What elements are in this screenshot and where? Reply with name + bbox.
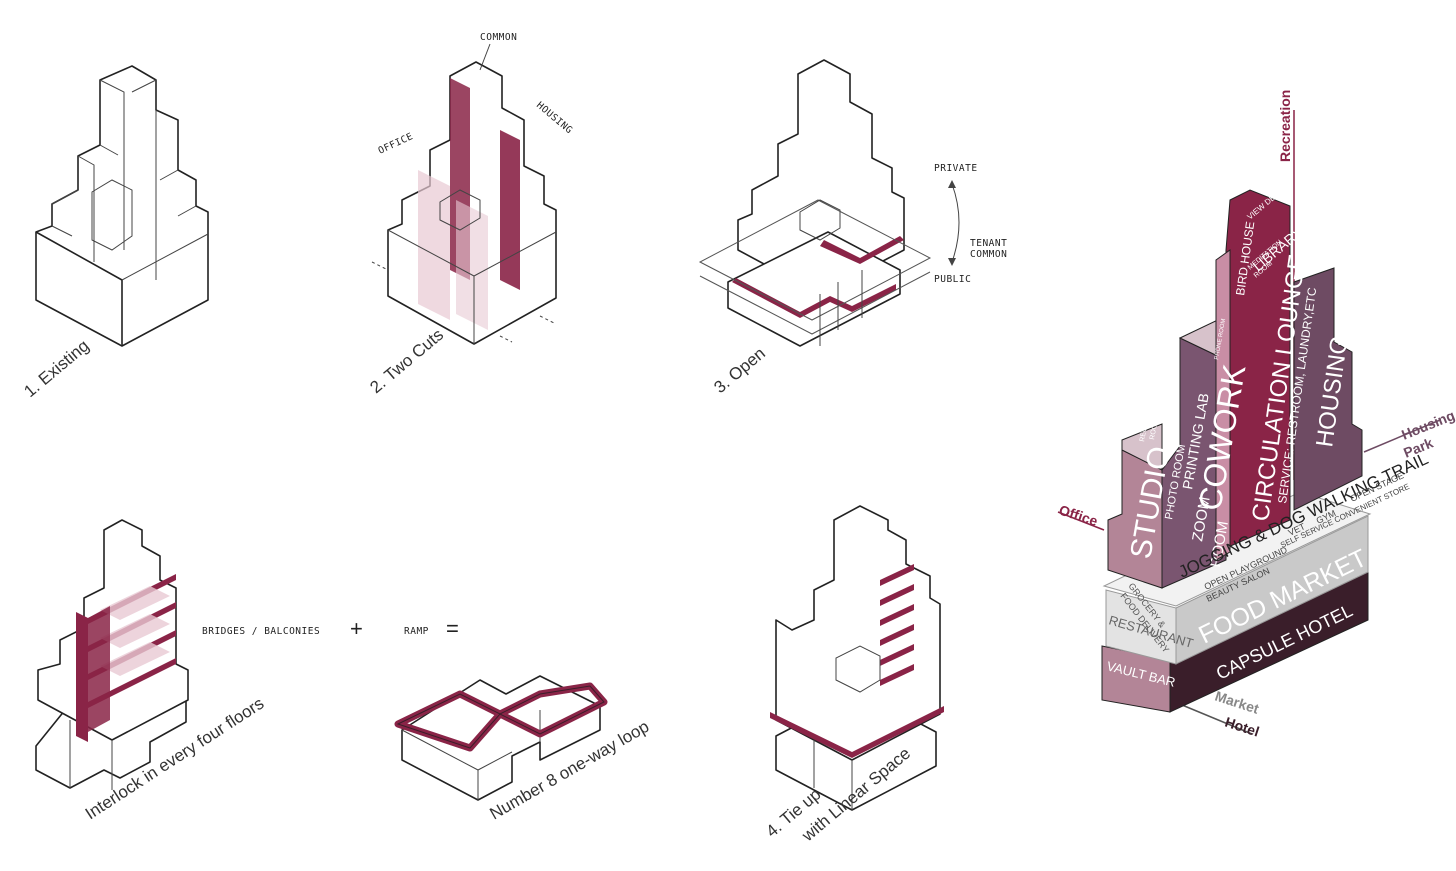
massing-interlock <box>35 519 189 790</box>
label-common: COMMON <box>480 32 517 43</box>
program-stack <box>1057 110 1441 735</box>
program-recording-room-2: ROOM <box>1149 418 1160 441</box>
massing-loop <box>394 675 608 801</box>
equals-sign: = <box>446 616 459 641</box>
label-public: PUBLIC <box>934 274 971 285</box>
caption-existing: 1. Existing <box>20 336 92 401</box>
massing-tie-up <box>770 505 944 811</box>
label-housing: HOUSING <box>534 100 574 136</box>
label-bridges-balconies: BRIDGES / BALCONIES <box>202 626 320 637</box>
label-ramp: RAMP <box>404 626 429 637</box>
massing-existing <box>35 65 209 347</box>
private-public-arrow <box>951 183 960 263</box>
axis-recreation: Recreation <box>1277 90 1293 162</box>
axis-hotel: Hotel <box>1223 714 1261 740</box>
axis-office: Office <box>1057 502 1100 530</box>
caption-open: 3. Open <box>710 344 769 397</box>
label-private: PRIVATE <box>934 163 978 174</box>
massing-open <box>698 59 932 347</box>
caption-two-cuts: 2. Two Cuts <box>366 325 447 397</box>
label-tenant-common: COMMON <box>970 249 1007 260</box>
label-tenant: TENANT <box>970 238 1007 249</box>
label-office: OFFICE <box>377 131 415 157</box>
massing-two-cuts <box>371 61 557 345</box>
plus-sign: + <box>350 616 363 641</box>
